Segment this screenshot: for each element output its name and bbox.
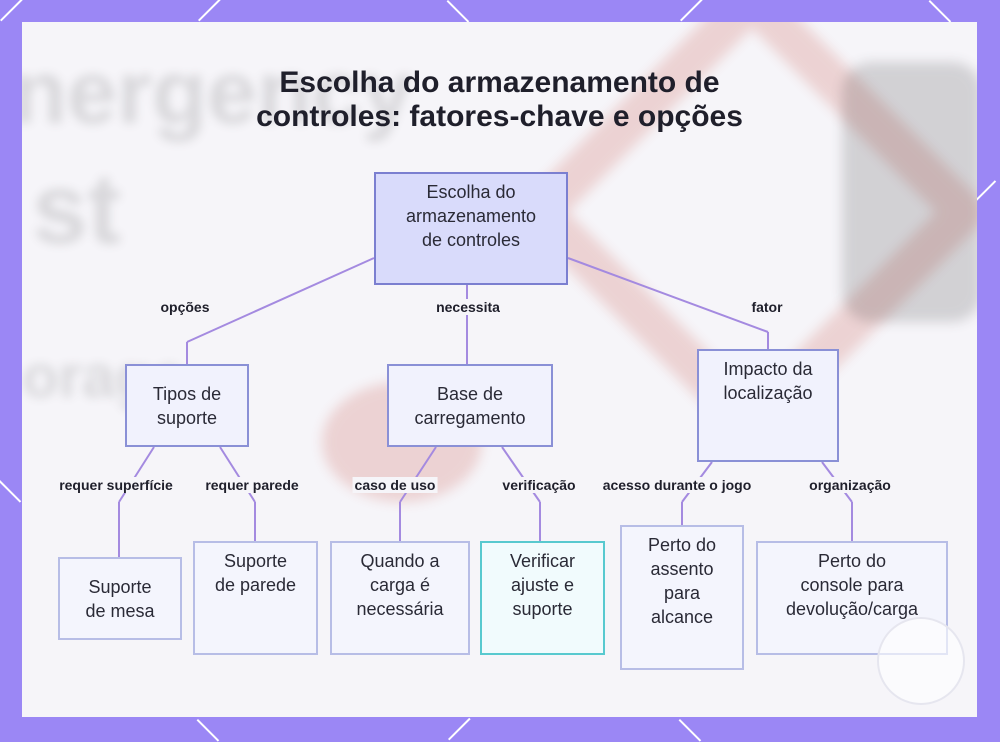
node-text-line: suporte <box>512 599 573 619</box>
node-text-line: assento <box>650 559 714 579</box>
node-text-line: alcance <box>650 607 714 627</box>
edge-label-caso-de-uso: caso de uso <box>352 477 438 493</box>
node-text-line: Perto do <box>647 535 717 555</box>
node-text-line: ajuste e <box>510 575 575 595</box>
node-impacto-da-localizacao: Impacto da localização <box>697 349 839 462</box>
title-line: controles: fatores-chave e opções <box>256 100 743 133</box>
node-text-line: Verificar <box>509 551 576 571</box>
node-text-line: armazenamento <box>405 206 537 226</box>
frame-decoration <box>446 0 470 23</box>
edge-label-verificacao: verificação <box>500 477 578 493</box>
node-text-line: Suporte <box>223 551 288 571</box>
node-text-line: de parede <box>214 575 297 595</box>
frame-decoration <box>928 0 952 23</box>
edge-label-acesso: acesso durante o jogo <box>600 477 754 493</box>
edge-label-organizacao: organização <box>807 477 893 493</box>
edge-label-requer-parede: requer parede <box>203 477 301 493</box>
node-text-line: console para <box>800 575 904 595</box>
root-node: Escolha do armazenamento de controles <box>374 172 568 285</box>
edge-tipos-mesa <box>118 446 155 503</box>
node-text-line: carga é <box>369 575 431 595</box>
node-text-line: de mesa <box>85 600 155 621</box>
node-text-line: suporte <box>156 407 218 428</box>
node-text-line: devolução/carga <box>785 599 919 619</box>
frame-decoration <box>680 0 703 22</box>
diagram-title: Escolha do armazenamento de controles: f… <box>22 66 977 134</box>
node-text-line: Escolha do <box>426 182 516 202</box>
edge-label-opcoes: opções <box>158 299 212 315</box>
edge-label-requer-superficie: requer superfície <box>57 477 175 493</box>
frame-decoration <box>0 0 23 22</box>
node-text-line: necessária <box>356 599 444 619</box>
node-text-line: carregamento <box>414 407 526 428</box>
edge-tipos-parede <box>219 446 256 503</box>
node-tipos-de-suporte: Tipos de suporte <box>125 364 249 447</box>
frame-decoration <box>0 480 22 503</box>
frame-decoration <box>198 0 221 22</box>
node-text-line: Quando a <box>360 551 440 571</box>
frame-decoration <box>196 719 220 742</box>
edge-base-verificar <box>501 446 541 503</box>
node-perto-do-assento: Perto do assento para alcance <box>620 525 744 670</box>
node-quando-a-carga: Quando a carga é necessária <box>330 541 470 655</box>
edge-label-necessita: necessita <box>434 299 502 315</box>
node-text-line: Tipos de <box>152 383 222 404</box>
background-shape <box>842 62 977 322</box>
watermark-logo <box>877 617 965 705</box>
background-text: st <box>32 153 121 265</box>
node-text-line: Impacto da <box>723 359 813 379</box>
node-suporte-de-parede: Suporte de parede <box>193 541 318 655</box>
frame-decoration <box>448 717 471 741</box>
node-text-line: Base de <box>436 383 504 404</box>
edge-base-quando <box>399 446 437 503</box>
node-text-line: para <box>663 583 700 603</box>
node-text-line: Suporte <box>88 576 152 597</box>
node-verificar-ajuste: Verificar ajuste e suporte <box>480 541 605 655</box>
frame-decoration <box>678 719 702 742</box>
node-suporte-de-mesa: Suporte de mesa <box>58 557 182 640</box>
diagram-canvas: nergency st orage Escolha do armazenamen… <box>22 22 977 717</box>
background-text: nergency <box>22 43 413 143</box>
frame-decoration <box>975 180 997 202</box>
node-base-de-carregamento: Base de carregamento <box>387 364 553 447</box>
node-text-line: Perto do <box>817 551 887 571</box>
edge-root-tipos <box>186 257 375 343</box>
node-text-line: localização <box>723 383 813 403</box>
edge-label-fator: fator <box>749 299 785 315</box>
node-text-line: de controles <box>421 230 521 250</box>
edge-root-impacto <box>567 257 769 333</box>
title-line: Escolha do armazenamento de <box>279 66 720 99</box>
